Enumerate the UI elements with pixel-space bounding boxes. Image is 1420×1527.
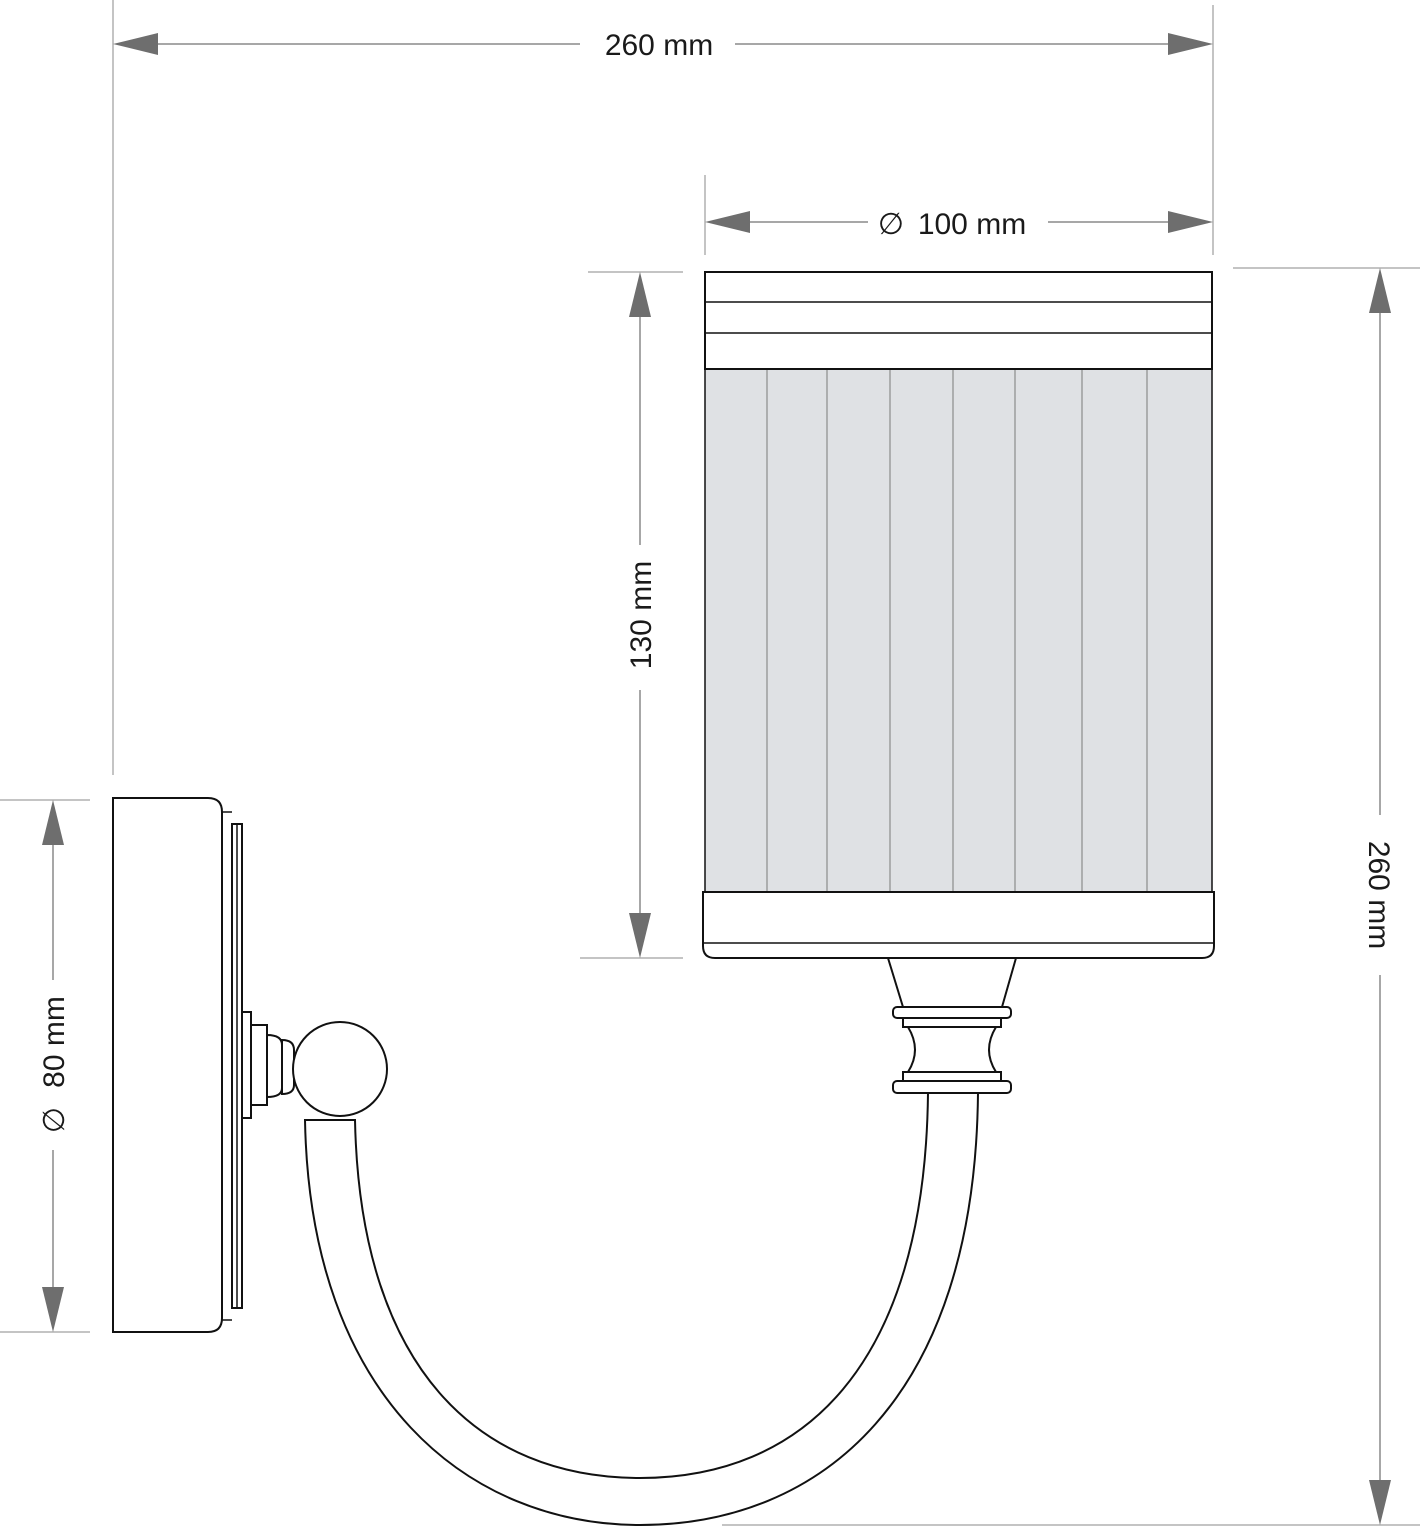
shade-ribs	[766, 369, 1148, 892]
arrow-up	[629, 272, 651, 317]
arrow-down	[629, 913, 651, 958]
shade-holder	[886, 957, 1018, 1094]
arrow-up	[1369, 268, 1391, 313]
arm-joint	[241, 1011, 388, 1119]
shade-top-band	[704, 271, 1213, 370]
wall-backplate	[112, 797, 243, 1333]
dimension-overall-height: 260 mm	[722, 267, 1420, 1526]
dimension-shade-height: 130 mm	[580, 271, 683, 959]
glass-shade	[702, 271, 1215, 959]
overall-width-label: 260 mm	[605, 29, 713, 62]
backplate-diameter-label: 80 mm	[38, 996, 71, 1088]
arrow-left	[113, 33, 158, 55]
overall-height-label: 260 mm	[1362, 841, 1395, 949]
diameter-symbol: ∅	[38, 1107, 71, 1133]
arrow-right	[1168, 211, 1213, 233]
diameter-symbol: ∅	[878, 208, 904, 241]
arrow-up	[42, 800, 64, 845]
arrow-right	[1168, 33, 1213, 55]
shade-bottom-band	[702, 891, 1215, 959]
shade-height-label: 130 mm	[625, 561, 658, 669]
arrow-down	[42, 1287, 64, 1332]
arrow-down	[1369, 1480, 1391, 1525]
lamp-arm	[303, 1092, 980, 1527]
dimension-backplate-diameter: ∅ 80 mm	[0, 799, 90, 1333]
arrow-left	[705, 211, 750, 233]
dimension-shade-diameter: ∅ 100 mm	[704, 175, 1213, 255]
shade-glass	[705, 369, 1212, 892]
ball-joint	[292, 1021, 388, 1117]
shade-diameter-label: 100 mm	[918, 208, 1026, 241]
dimension-overall-width: 260 mm	[112, 0, 1214, 775]
